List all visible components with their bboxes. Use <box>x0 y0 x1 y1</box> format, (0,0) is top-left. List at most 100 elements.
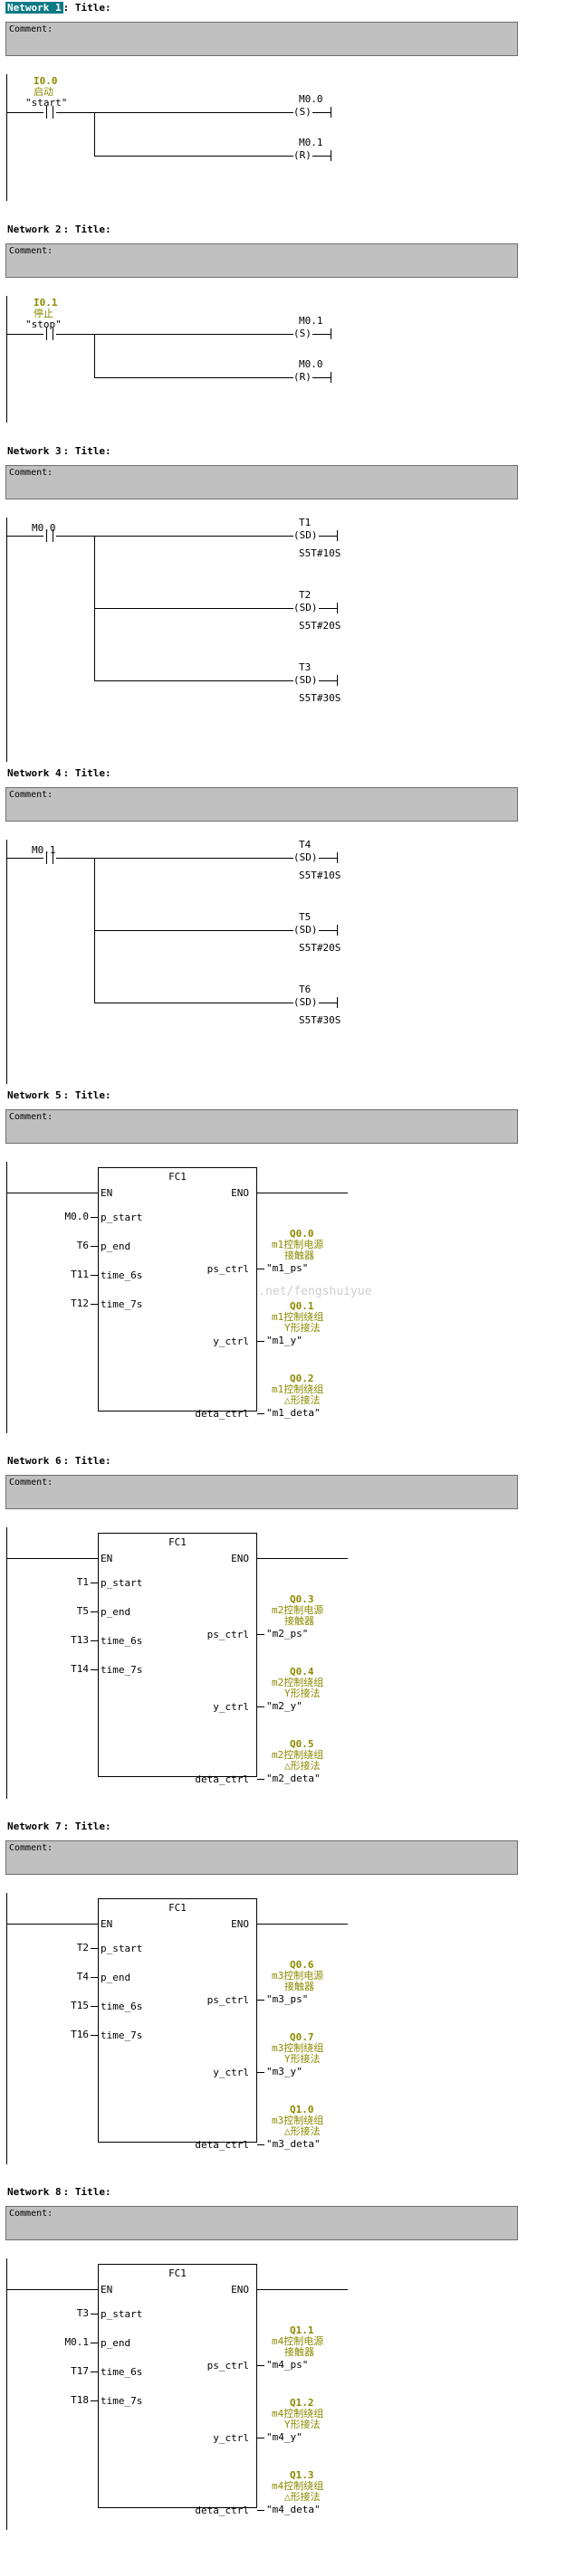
input-actual[interactable]: T15 <box>71 2000 89 2011</box>
output-comment: 接触器 <box>284 1250 314 1261</box>
wire <box>319 680 337 681</box>
output-symbol[interactable]: "m2_deta" <box>266 1773 321 1784</box>
output-symbol[interactable]: "m1_ps" <box>266 1262 309 1274</box>
output-symbol[interactable]: "m4_ps" <box>266 2359 309 2371</box>
network-label[interactable]: Network 6 <box>7 1455 62 1467</box>
input-actual[interactable]: M0.0 <box>64 1211 90 1222</box>
output-symbol[interactable]: "m4_deta" <box>266 2504 321 2515</box>
network-title[interactable]: Network 6: Title: <box>5 1455 111 1467</box>
network-label[interactable]: Network 3 <box>7 445 62 457</box>
wire <box>94 858 293 859</box>
network-label[interactable]: Network 1 <box>5 2 63 14</box>
input-actual[interactable]: M0.1 <box>64 2336 90 2348</box>
network-label[interactable]: Network 5 <box>7 1089 62 1101</box>
output-symbol[interactable]: "m3_deta" <box>266 2138 321 2150</box>
comment-field[interactable]: Comment: <box>5 22 518 56</box>
input-actual[interactable]: T14 <box>71 1663 89 1675</box>
wire <box>94 608 293 609</box>
output-symbol[interactable]: "m2_y" <box>266 1700 302 1712</box>
network-label[interactable]: Network 4 <box>7 767 62 779</box>
coil-address: M0.0 <box>299 93 323 105</box>
comment-field[interactable]: Comment: <box>5 1840 518 1875</box>
input-actual[interactable]: T18 <box>71 2394 89 2406</box>
comment-field[interactable]: Comment: <box>5 787 518 822</box>
input-actual[interactable]: T2 <box>76 1942 89 1953</box>
network-label[interactable]: Network 8 <box>7 2186 62 2198</box>
coil-s[interactable]: (S) <box>293 328 312 339</box>
no-contact[interactable] <box>43 106 56 119</box>
output-symbol[interactable]: "m3_y" <box>266 2066 302 2077</box>
coil-sd[interactable]: (SD) <box>293 602 318 613</box>
network-label[interactable]: Network 7 <box>7 1820 62 1832</box>
input-actual[interactable]: T12 <box>71 1298 89 1309</box>
output-comment: m2控制绕组 <box>272 1677 324 1688</box>
input-actual[interactable]: T17 <box>71 2365 89 2377</box>
input-pin-time_6s: time_6s <box>101 2366 143 2378</box>
coil-sd[interactable]: (SD) <box>293 674 318 686</box>
network-title[interactable]: Network 8: Title: <box>5 2186 111 2198</box>
output-symbol[interactable]: "m4_y" <box>266 2431 302 2443</box>
input-pin-time_6s: time_6s <box>101 2001 143 2012</box>
input-pin-time_7s: time_7s <box>101 2395 143 2407</box>
comment-field[interactable]: Comment: <box>5 243 518 278</box>
output-comment: 接触器 <box>284 1981 314 1992</box>
output-symbol[interactable]: "m1_y" <box>266 1335 302 1346</box>
coil-s[interactable]: (S) <box>293 106 312 118</box>
network-title[interactable]: Network 7: Title: <box>5 1820 111 1832</box>
output-comment: m1控制电源 <box>272 1239 324 1250</box>
comment-label: Comment: <box>9 468 53 478</box>
output-symbol[interactable]: "m3_ps" <box>266 1993 309 2005</box>
no-contact[interactable] <box>43 851 56 864</box>
coil-address: T6 <box>299 984 312 995</box>
coil-r[interactable]: (R) <box>293 149 312 161</box>
comment-field[interactable]: Comment: <box>5 1475 518 1509</box>
network-title[interactable]: Network 2: Title: <box>5 223 111 235</box>
network-title[interactable]: Network 5: Title: <box>5 1089 111 1101</box>
input-actual[interactable]: T16 <box>71 2029 89 2040</box>
comment-field[interactable]: Comment: <box>5 2206 518 2240</box>
input-actual[interactable]: T5 <box>76 1605 89 1617</box>
contact-symbol: "stop" <box>25 318 62 330</box>
output-pin-ps_ctrl: ps_ctrl <box>206 1629 249 1640</box>
coil-sd[interactable]: (SD) <box>293 851 318 863</box>
input-actual[interactable]: T4 <box>76 1971 89 1982</box>
comment-field[interactable]: Comment: <box>5 1109 518 1144</box>
no-contact[interactable] <box>43 328 56 340</box>
output-symbol[interactable]: "m1_deta" <box>266 1407 321 1419</box>
coil-sd[interactable]: (SD) <box>293 529 318 541</box>
network-title[interactable]: Network 3: Title: <box>5 445 111 457</box>
coil-sd[interactable]: (SD) <box>293 996 318 1008</box>
rung-end <box>337 603 338 613</box>
input-actual[interactable]: T6 <box>76 1240 89 1251</box>
network-title[interactable]: Network 4: Title: <box>5 767 111 779</box>
coil-r[interactable]: (R) <box>293 371 312 383</box>
network-label[interactable]: Network 2 <box>7 223 62 235</box>
input-actual[interactable]: T3 <box>76 2307 89 2319</box>
input-pin-p_start: p_start <box>101 1577 143 1589</box>
output-symbol[interactable]: "m2_ps" <box>266 1628 309 1640</box>
input-actual[interactable]: T11 <box>71 1269 89 1280</box>
comment-field[interactable]: Comment: <box>5 465 518 499</box>
input-actual[interactable]: T1 <box>76 1576 89 1588</box>
coil-sd[interactable]: (SD) <box>293 924 318 936</box>
output-comment: m1控制绕组 <box>272 1383 324 1395</box>
network-title[interactable]: Network 1: Title: <box>5 2 111 14</box>
input-pin-p_start: p_start <box>101 1212 143 1223</box>
input-actual[interactable]: T13 <box>71 1634 89 1646</box>
output-comment: 接触器 <box>284 1615 314 1627</box>
no-contact[interactable] <box>43 529 56 542</box>
